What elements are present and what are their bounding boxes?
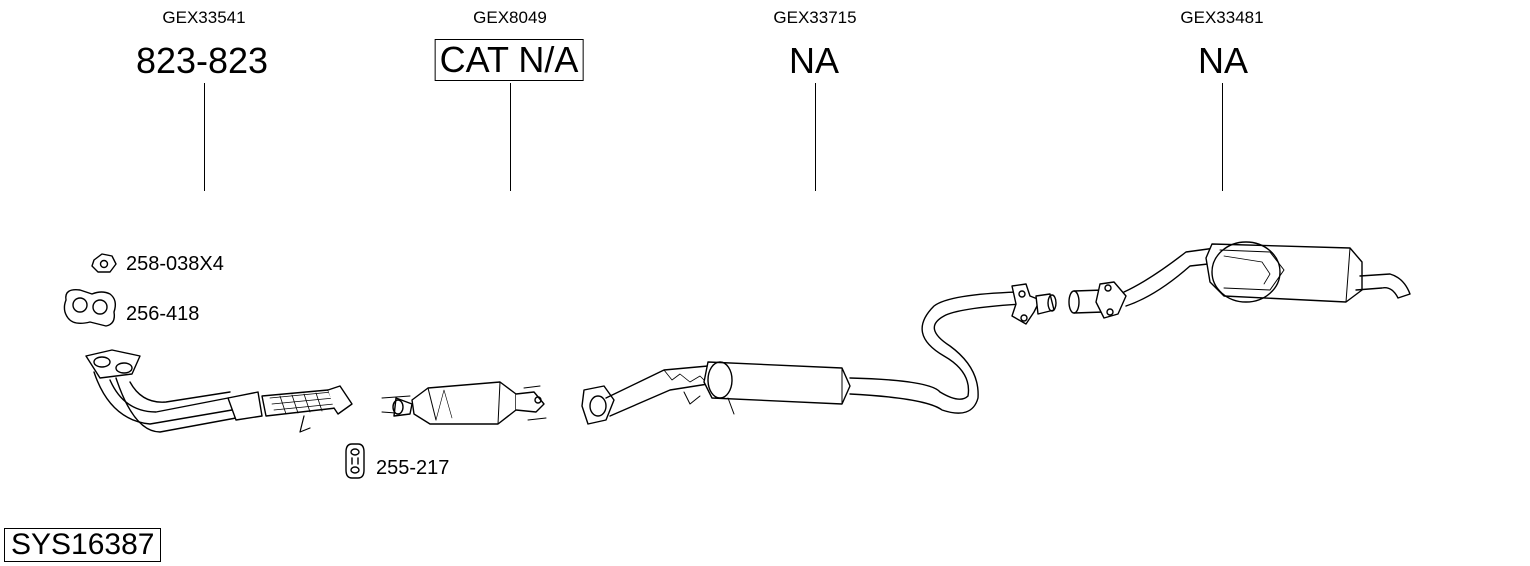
- leader-line-catalytic-converter: [510, 83, 511, 191]
- part-code-centre-silencer: NA: [788, 40, 840, 81]
- part-code-catalytic-converter: CAT N/A: [434, 39, 584, 81]
- accessory-label-rubber-mount: 255-217: [376, 457, 450, 479]
- rubber-mount-icon: [345, 443, 365, 479]
- nut-icon: [91, 253, 117, 273]
- rear-silencer: [1068, 241, 1411, 319]
- accessory-label-gasket: 256-418: [126, 303, 200, 325]
- accessory-label-nut: 258-038X4: [126, 253, 224, 275]
- catalytic-converter: [381, 381, 547, 425]
- part-code-rear-silencer: NA: [1197, 40, 1249, 81]
- system-id-badge: SYS16387: [4, 528, 162, 562]
- part-code-front-pipe: 823-823: [135, 40, 269, 81]
- gasket-icon: [63, 289, 117, 327]
- leader-line-rear-silencer: [1222, 83, 1223, 191]
- part-ref-catalytic-converter: GEX8049: [473, 8, 547, 27]
- front-pipe: [85, 349, 353, 433]
- part-ref-centre-silencer: GEX33715: [773, 8, 857, 27]
- leader-line-centre-silencer: [815, 83, 816, 191]
- centre-silencer: [581, 283, 1057, 425]
- part-ref-front-pipe: GEX33541: [162, 8, 246, 27]
- part-ref-rear-silencer: GEX33481: [1180, 8, 1264, 27]
- leader-line-front-pipe: [204, 83, 205, 191]
